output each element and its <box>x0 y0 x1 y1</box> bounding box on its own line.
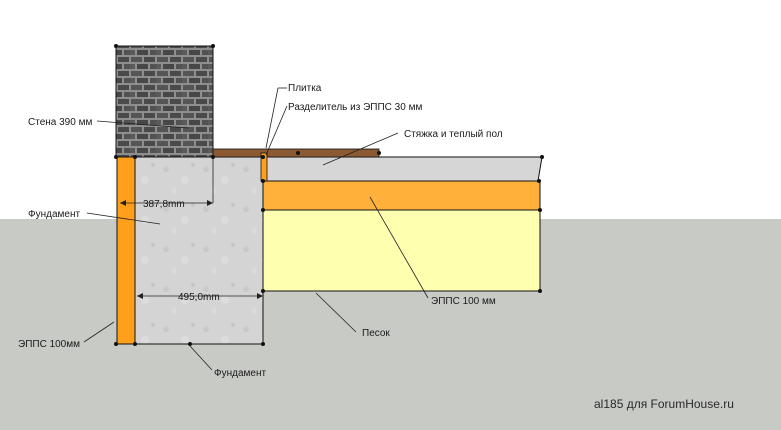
label-foundation-upper: Фундамент <box>28 209 80 220</box>
brick-wall <box>115 45 214 158</box>
dimension-lower <box>137 293 263 299</box>
label-wall: Стена 390 мм <box>28 117 92 128</box>
label-tile: Плитка <box>288 83 322 94</box>
dimension-upper <box>120 157 214 206</box>
label-sand: Песок <box>362 328 390 339</box>
epps-floor-insulation <box>262 180 541 211</box>
label-epps-wall: ЭППС 100мм <box>18 339 80 350</box>
dimension-upper-text: 387,8mm <box>143 199 185 210</box>
vertex-markers <box>114 44 544 346</box>
screed-layer <box>262 156 543 182</box>
dimension-lower-text: 495,0mm <box>178 292 220 303</box>
epps-wall-insulation <box>116 156 136 345</box>
label-screed: Стяжка и теплый пол <box>404 129 503 140</box>
label-foundation-lower: Фундамент <box>214 368 266 379</box>
label-separator: Разделитель из ЭППС 30 мм <box>288 102 422 113</box>
foundation-body <box>134 156 264 345</box>
leader-lines <box>83 87 429 371</box>
watermark: al185 для ForumHouse.ru <box>594 397 734 411</box>
sand-fill <box>262 209 541 292</box>
label-epps-floor: ЭППС 100 мм <box>431 296 496 307</box>
